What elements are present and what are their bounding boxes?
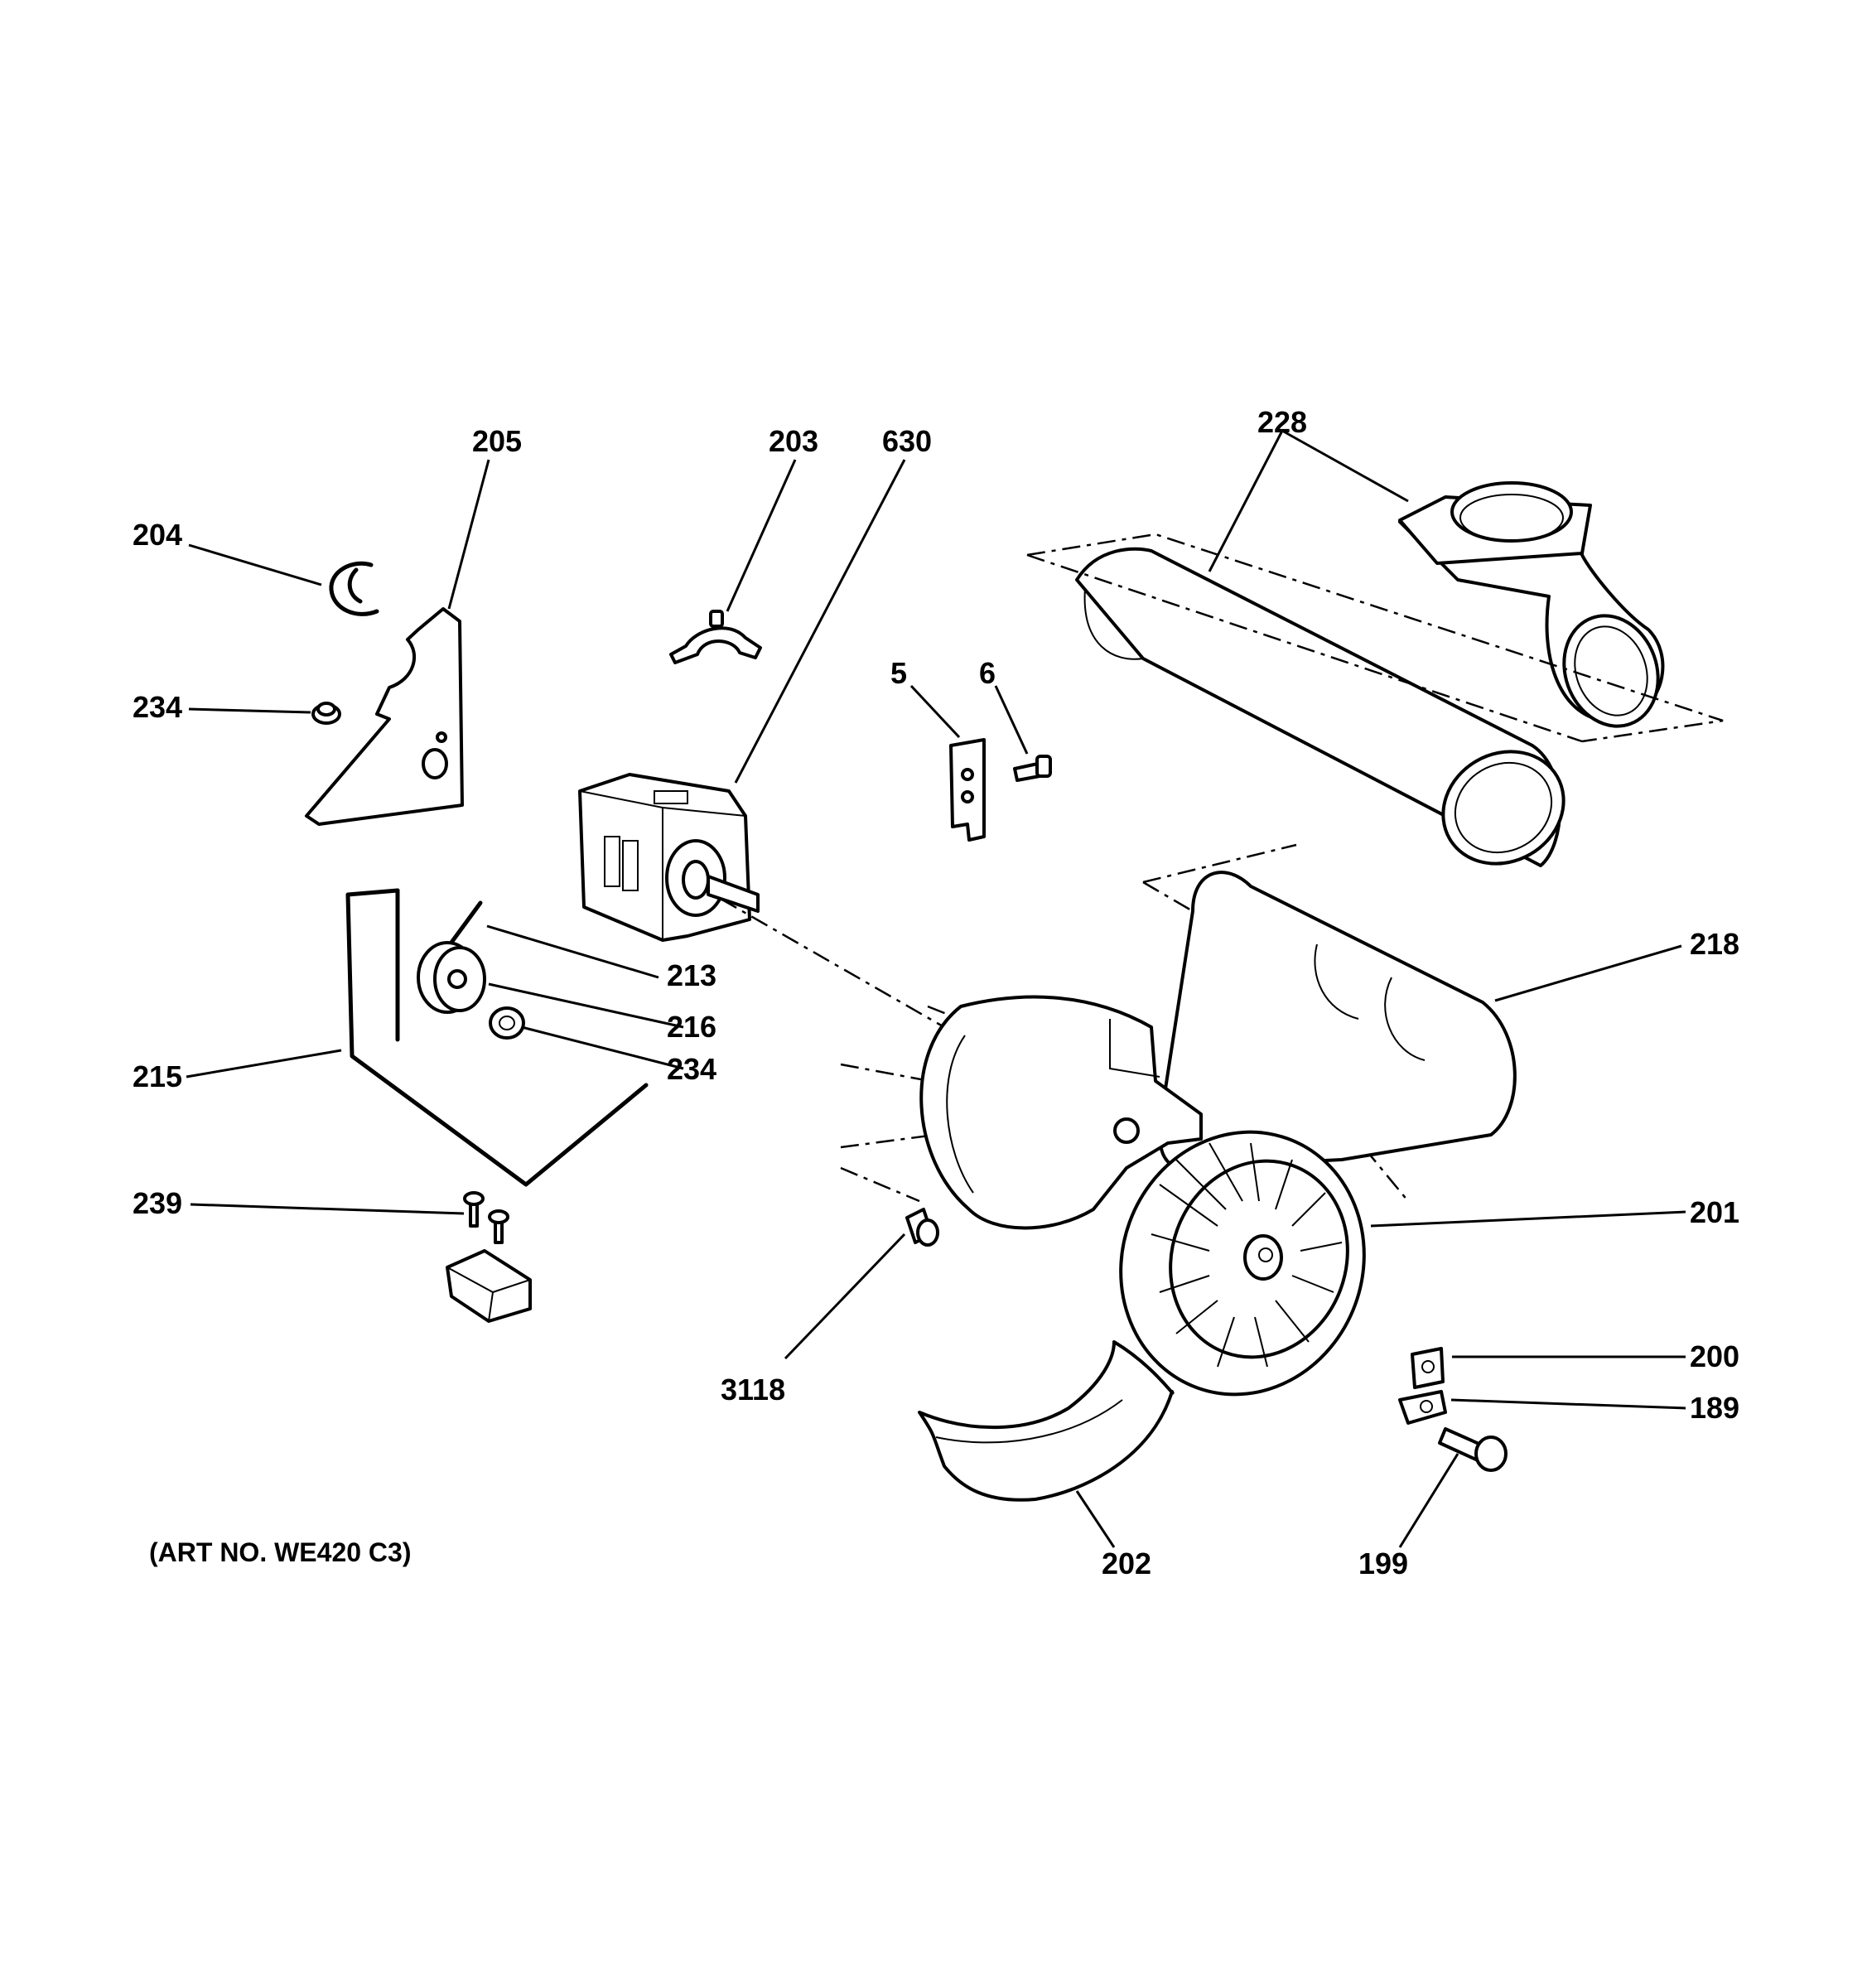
part-201-blower-wheel (1119, 1130, 1366, 1397)
part-6-screw (1013, 755, 1052, 782)
callout-215: 215 (133, 1059, 182, 1093)
part-203-clamp (669, 610, 762, 664)
part-228-duct (1075, 481, 1665, 867)
part-3118-screw (905, 1208, 939, 1247)
callout-3118: 3118 (721, 1373, 785, 1407)
switch-block (446, 1249, 532, 1323)
callout-234-upper: 234 (133, 690, 182, 724)
callout-228: 228 (1257, 405, 1307, 439)
callout-189: 189 (1690, 1391, 1739, 1425)
callout-200: 200 (1690, 1339, 1739, 1373)
part-5-bracket (949, 738, 986, 842)
callout-203: 203 (769, 424, 818, 458)
part-202-shield (918, 1340, 1175, 1502)
alignment-lines (720, 533, 1724, 1203)
part-200-clip (1411, 1347, 1445, 1389)
part-239-screws (463, 1191, 509, 1244)
part-215-idler-arm (345, 888, 649, 1187)
part-199-bolt (1438, 1427, 1508, 1472)
callout-234-lower: 234 (667, 1052, 716, 1086)
part-216-idler-pulley (417, 941, 486, 1014)
art-number-note: (ART NO. WE420 C3) (149, 1537, 411, 1567)
part-189-washer (1398, 1390, 1447, 1425)
callout-239: 239 (133, 1186, 182, 1220)
callout-201: 201 (1690, 1195, 1739, 1229)
callout-202: 202 (1102, 1546, 1151, 1580)
callout-5: 5 (890, 656, 907, 690)
callout-216: 216 (667, 1010, 716, 1044)
part-630-motor (578, 773, 760, 942)
callout-6: 6 (979, 656, 996, 690)
part-234-nut-upper (311, 702, 341, 725)
leader-lines (186, 429, 1686, 1548)
callout-205: 205 (472, 424, 522, 458)
callout-213: 213 (667, 958, 716, 992)
callout-218: 218 (1690, 927, 1739, 961)
callout-labels: 205 203 630 228 204 234 5 6 213 216 234 … (133, 405, 1739, 1580)
callout-204: 204 (133, 518, 182, 552)
callout-199: 199 (1358, 1546, 1408, 1580)
part-204-clip (329, 561, 379, 616)
part-205-bracket (305, 607, 464, 826)
part-234-nut-lower (489, 1006, 525, 1040)
part-218-blower-housing (919, 871, 1517, 1230)
callout-630: 630 (882, 424, 932, 458)
